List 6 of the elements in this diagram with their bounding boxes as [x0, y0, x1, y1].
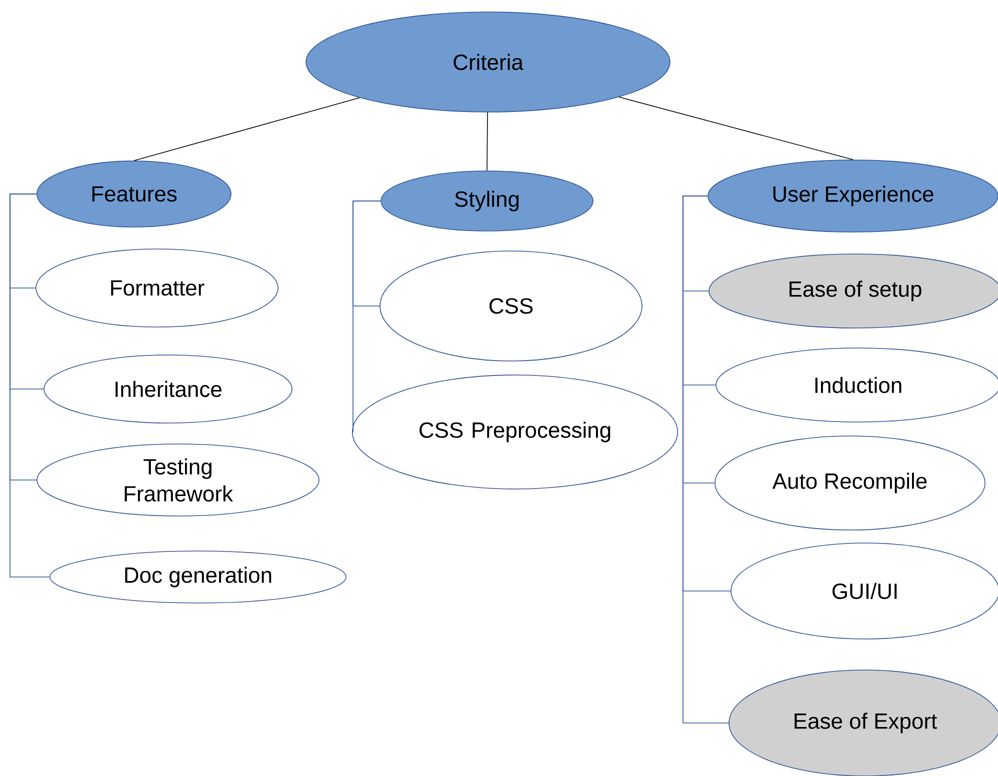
connector-line	[486, 112, 488, 171]
connector-line	[682, 196, 729, 724]
connector-line	[134, 97, 360, 161]
connector-line	[352, 200, 381, 432]
connector-line	[618, 96, 854, 160]
connector-line	[10, 194, 50, 578]
